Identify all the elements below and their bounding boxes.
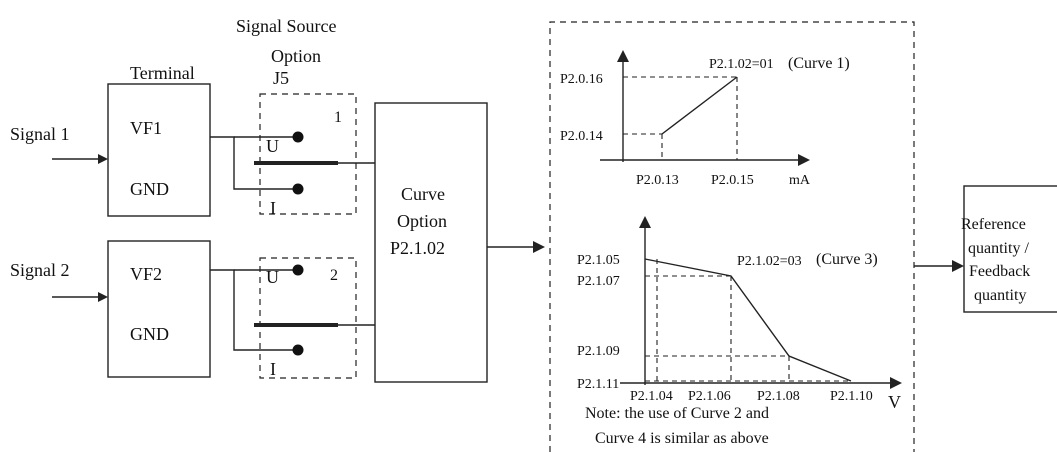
jumper-1-u-label: U	[266, 136, 279, 156]
curve-3-x2-tick: P2.1.06	[688, 389, 731, 404]
source-option-title-1: Signal Source	[236, 16, 337, 36]
curve-option-param: P2.1.02	[390, 238, 445, 258]
terminal-vf1-label: VF1	[130, 118, 162, 138]
terminal-vf2-box	[107, 240, 211, 378]
curve-1-name-label: (Curve 1)	[788, 55, 850, 72]
curve-3-y1-tick: P2.1.05	[577, 253, 620, 268]
jumper-2-i-contact	[292, 344, 304, 356]
curve-3-x4-tick: P2.1.10	[830, 389, 873, 404]
curve-3-chart: P2.1.02=03 (Curve 3) P2.1.05 P2.1.07 P2.…	[577, 216, 902, 412]
curve-1-unit-label: mA	[789, 173, 811, 188]
jumper-2-u-label: U	[266, 267, 279, 287]
curve-3-name-label: (Curve 3)	[816, 251, 878, 268]
curve-1-y-low-tick: P2.0.14	[560, 129, 603, 144]
curve-3-y4-tick: P2.1.11	[577, 377, 619, 392]
note-line-2: Curve 4 is similar as above	[595, 430, 769, 447]
output-line4: quantity	[974, 287, 1026, 304]
curve-option-line1: Curve	[401, 184, 445, 204]
curves-frame	[549, 21, 915, 452]
output-line3: Feedback	[969, 263, 1030, 280]
curve-3-y3-tick: P2.1.09	[577, 344, 620, 359]
curve-1-y-high-tick: P2.0.16	[560, 72, 603, 87]
signal-1-label: Signal 1	[10, 124, 70, 144]
terminal-gnd1-label: GND	[130, 179, 169, 199]
jumper-1-u-contact	[292, 131, 304, 143]
terminal-vf2-label: VF2	[130, 264, 162, 284]
jumper-1-number: 1	[334, 109, 342, 126]
curve-3-y2-tick: P2.1.07	[577, 274, 620, 289]
curve-3-unit-label: V	[888, 392, 901, 412]
curve-1-x-high-tick: P2.0.15	[711, 173, 754, 188]
curve-option-box	[374, 102, 488, 383]
jumper-2-u-contact	[292, 264, 304, 276]
note-line-1: Note: the use of Curve 2 and	[585, 405, 769, 422]
jumper-1-i-contact	[292, 183, 304, 195]
output-box	[963, 185, 1057, 313]
curve-1-param-label: P2.1.02=01	[709, 57, 774, 72]
curve-1-line	[661, 76, 738, 135]
curve-1-x-low-tick: P2.0.13	[636, 173, 679, 188]
jumper-2-number: 2	[330, 267, 338, 284]
output-line1: Reference	[961, 216, 1026, 233]
curve-1-chart: P2.1.02=01 (Curve 1) P2.0.16 P2.0.14 P2.…	[560, 50, 850, 188]
curve-3-param-label: P2.1.02=03	[737, 254, 802, 269]
curve-3-x3-tick: P2.1.08	[757, 389, 800, 404]
jumper-2-i-label: I	[270, 359, 276, 379]
source-option-title-2: Option	[271, 46, 321, 66]
output-line2: quantity /	[968, 240, 1029, 257]
vf1-wire	[210, 136, 298, 190]
terminal-title: Terminal	[130, 63, 195, 83]
curve-3-x1-tick: P2.1.04	[630, 389, 673, 404]
jumper-label: J5	[273, 68, 289, 88]
jumper-2-frame	[259, 257, 357, 379]
vf2-wire	[210, 269, 298, 351]
jumper-1-i-label: I	[270, 198, 276, 218]
signal-2-label: Signal 2	[10, 260, 70, 280]
terminal-gnd2-label: GND	[130, 324, 169, 344]
terminal-vf1-box	[107, 83, 211, 217]
jumper-1-frame	[259, 93, 357, 215]
curve-3-line	[644, 258, 852, 382]
curve-option-line2: Option	[397, 211, 447, 231]
